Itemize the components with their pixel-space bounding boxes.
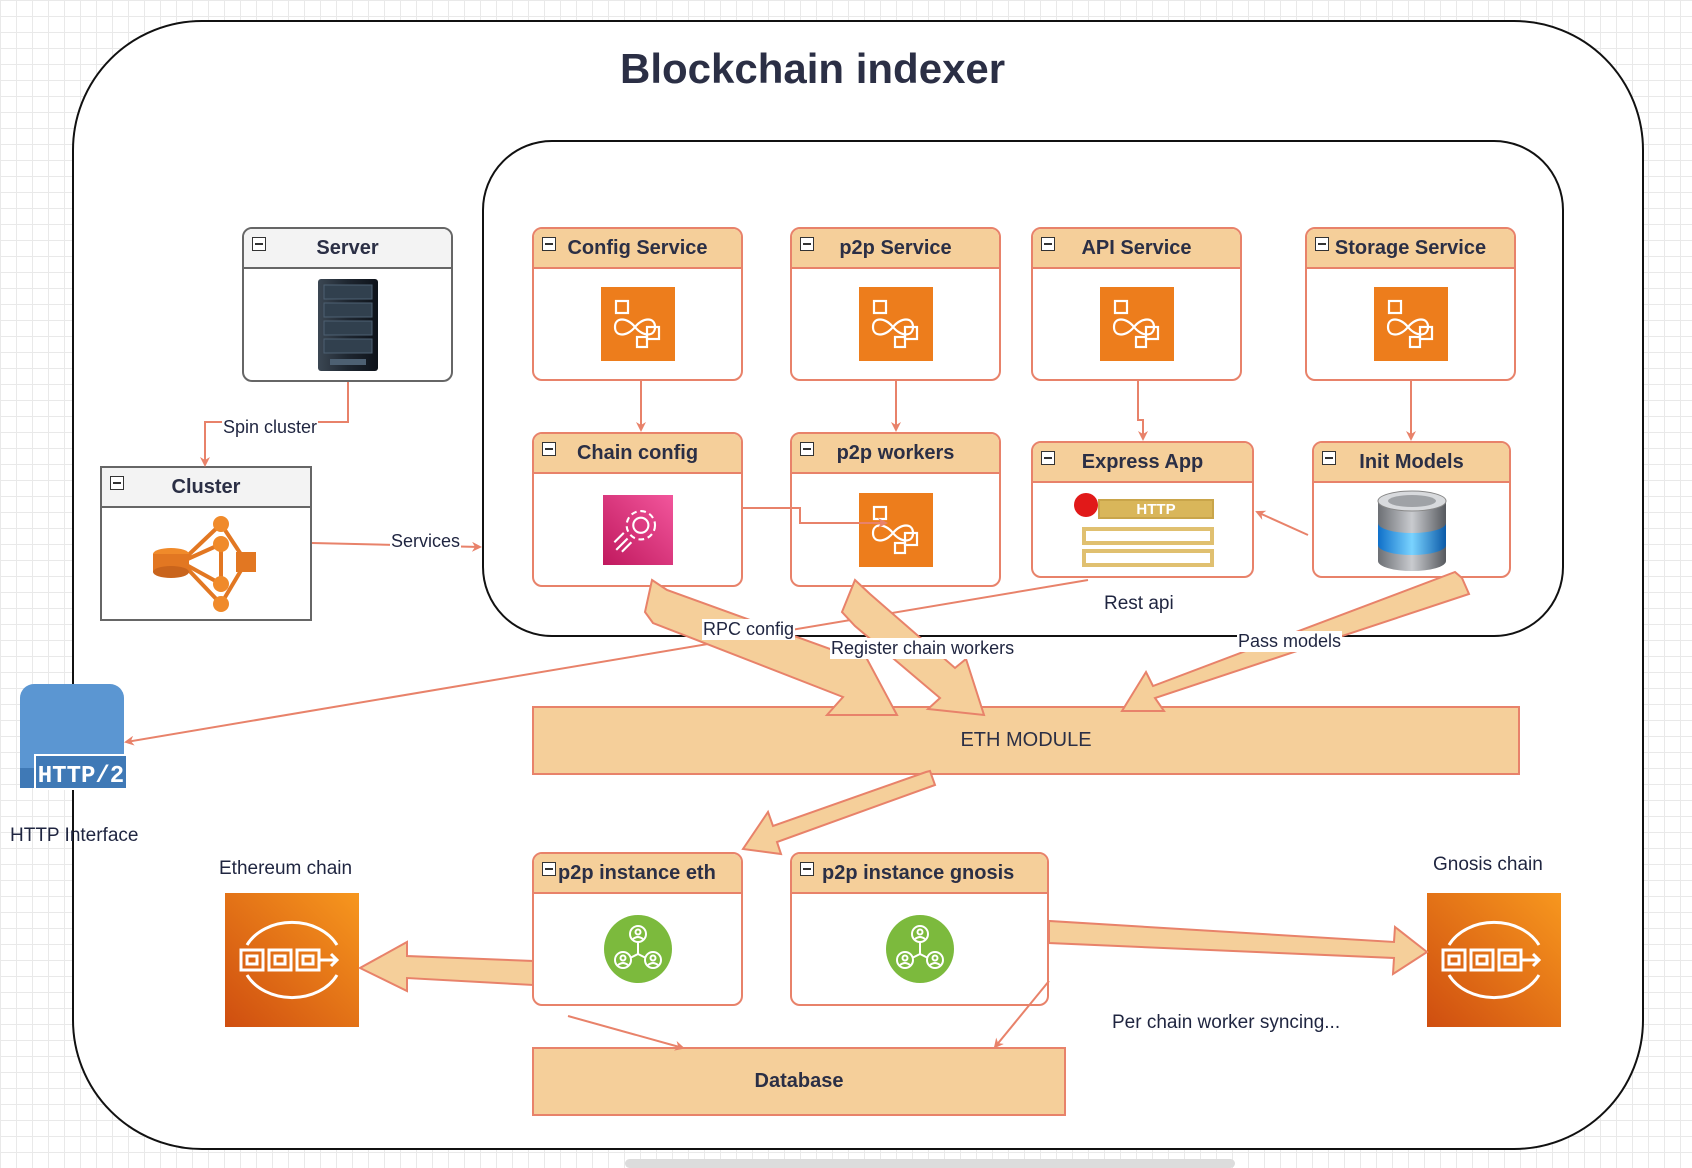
database-cylinder-icon	[1377, 490, 1446, 571]
p2p-network-icon	[885, 915, 954, 983]
p2p-instance-gnosis-title: p2p instance gnosis	[822, 861, 1015, 884]
api-service-title: API Service	[1081, 236, 1192, 259]
p2p-service-node[interactable]: p2p Service	[790, 227, 1001, 381]
blockchain-icon	[1427, 893, 1561, 1027]
cluster-icon	[153, 515, 256, 612]
chain-config-node[interactable]: Chain config	[532, 432, 743, 587]
rest-api-label: Rest api	[1104, 593, 1174, 614]
p2p-instance-eth-title: p2p instance eth	[558, 861, 716, 884]
step-functions-icon	[1373, 287, 1448, 361]
ethereum-chain-label: Ethereum chain	[219, 858, 353, 879]
server-title: Server	[316, 236, 379, 259]
http-badge-text: HTTP	[1136, 501, 1175, 518]
express-app-node[interactable]: Express App HTTP	[1031, 441, 1254, 578]
collapse-icon[interactable]	[542, 862, 556, 876]
blockchain-icon	[225, 893, 359, 1027]
rest-api-edge	[124, 579, 1089, 746]
eth-db-edge	[567, 1015, 685, 1051]
per-chain-label: Per chain worker syncing...	[1112, 1012, 1341, 1033]
p2p-workers-node[interactable]: p2p workers	[790, 432, 1001, 587]
collapse-icon[interactable]	[542, 237, 556, 251]
collapse-icon[interactable]	[542, 442, 556, 456]
server-rack-icon	[317, 278, 378, 371]
collapse-icon[interactable]	[110, 476, 124, 490]
collapse-icon[interactable]	[252, 237, 266, 251]
to-ethereum-big-arrow	[357, 940, 534, 993]
spin-cluster-label: Spin cluster	[222, 417, 319, 438]
rpc-config-label: RPC config	[702, 619, 796, 640]
storage-service-node[interactable]: Storage Service	[1305, 227, 1516, 381]
collapse-icon[interactable]	[1322, 451, 1336, 465]
http2-text: HTTP/2	[38, 763, 124, 790]
chain-config-title: Chain config	[576, 441, 699, 464]
gnosis-chain-label: Gnosis chain	[1433, 854, 1543, 875]
collapse-icon[interactable]	[1315, 237, 1329, 251]
collapse-icon[interactable]	[800, 237, 814, 251]
http-interface-label: HTTP Interface	[10, 825, 139, 846]
p2p-workers-title: p2p workers	[836, 441, 955, 464]
config-service-title: Config Service	[567, 236, 708, 259]
http-server-icon: HTTP	[1073, 492, 1214, 567]
init-models-node[interactable]: Init Models	[1312, 441, 1511, 578]
cluster-title: Cluster	[171, 475, 241, 498]
eth-module-node[interactable]: ETH MODULE	[532, 706, 1520, 775]
eth-to-p2p-big-arrow	[741, 769, 937, 856]
p2p-service-title: p2p Service	[839, 236, 952, 259]
collapse-icon[interactable]	[800, 442, 814, 456]
chain-config-to-workers-edge	[743, 507, 888, 528]
cluster-node[interactable]: Cluster	[100, 466, 312, 621]
http2-icon: HTTP/2	[20, 684, 128, 790]
storage-service-title: Storage Service	[1334, 236, 1487, 259]
step-functions-icon	[858, 492, 933, 567]
collapse-icon[interactable]	[800, 862, 814, 876]
database-node[interactable]: Database	[532, 1047, 1066, 1116]
config-service-node[interactable]: Config Service	[532, 227, 743, 381]
p2p-instance-eth-node[interactable]: p2p instance eth	[532, 852, 743, 1006]
api-service-node[interactable]: API Service	[1031, 227, 1242, 381]
services-label: Services	[390, 531, 462, 552]
gnosis-db-edge	[993, 980, 1050, 1049]
express-app-title: Express App	[1081, 450, 1204, 473]
step-functions-icon	[1099, 287, 1174, 361]
init-to-express-edge	[1255, 510, 1309, 536]
api-to-express-edge	[1137, 381, 1148, 441]
init-models-title: Init Models	[1359, 450, 1464, 473]
config-gear-icon	[602, 494, 673, 565]
collapse-icon[interactable]	[1041, 237, 1055, 251]
p2p-instance-gnosis-node[interactable]: p2p instance gnosis	[790, 852, 1049, 1006]
to-gnosis-big-arrow	[1048, 919, 1429, 976]
pass-models-label: Pass models	[1237, 631, 1343, 652]
horizontal-scrollbar[interactable]	[625, 1159, 1235, 1168]
database-title: Database	[754, 1070, 844, 1092]
p2p-network-icon	[603, 915, 672, 983]
diagram-title: Blockchain indexer	[620, 45, 1006, 92]
register-chain-workers-label: Register chain workers	[830, 638, 1016, 659]
step-functions-icon	[858, 287, 933, 361]
server-node[interactable]: Server	[242, 227, 453, 382]
collapse-icon[interactable]	[1041, 451, 1055, 465]
step-functions-icon	[600, 287, 675, 361]
